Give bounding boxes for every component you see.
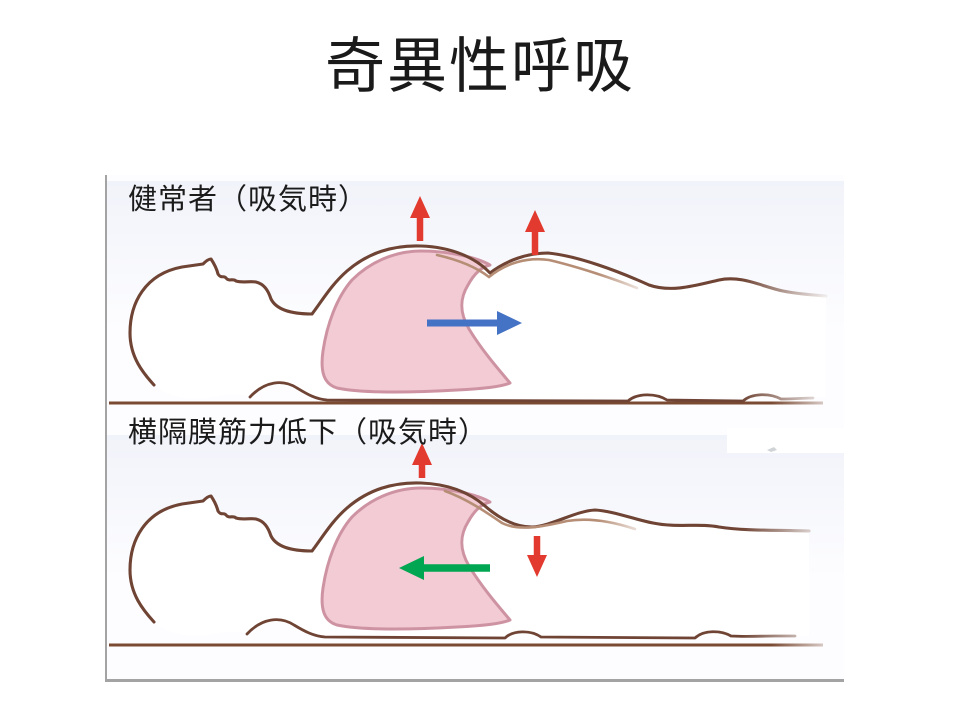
chest-up-arrow-icon [525, 210, 545, 255]
chest-down-arrow-icon [527, 536, 547, 577]
abdomen-up-arrow-icon [410, 196, 430, 241]
back-ground-contact-line [248, 381, 815, 403]
back-ground-contact-line [245, 618, 797, 640]
erase-residue-mark [767, 447, 777, 452]
diaphragm-dome [320, 249, 512, 394]
body-outline [128, 481, 811, 624]
body-silhouette [130, 482, 809, 637]
slide-title: 奇異性呼吸 [325, 33, 635, 100]
healthy-person-figure [128, 196, 828, 403]
white-patch [727, 428, 844, 453]
panel-label-healthy: 健常者（吸気時） [128, 184, 369, 216]
diaphragm-dome [320, 486, 512, 631]
panel-label-diaphragm-weakness: 横隔膜筋力低下（吸気時） [128, 417, 489, 449]
breathing-illustration [109, 196, 844, 647]
body-outline [128, 244, 828, 387]
weak-diaphragm-person-figure [128, 443, 811, 640]
breathing-diagram-image: 健常者（吸気時） 横隔膜筋力低下（吸気時） [105, 175, 844, 682]
chest-inner-line [435, 253, 639, 290]
diaphragm-descent-arrow-icon [427, 311, 522, 335]
chest-inner-line [443, 489, 637, 531]
abdomen-up-arrow-icon [412, 443, 432, 478]
diaphragm-pulled-up-arrow-icon [399, 556, 490, 580]
